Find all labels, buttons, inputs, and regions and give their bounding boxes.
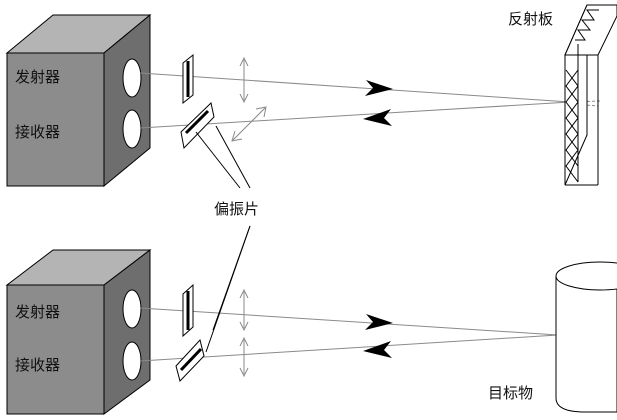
polarizer-label: 偏振片 <box>214 200 259 218</box>
upper-outgoing-arrow <box>365 80 393 96</box>
target-cylinder-top <box>555 261 617 291</box>
upper-return-arrow <box>363 109 392 126</box>
upper-vertical-polarization-arrow <box>239 56 249 104</box>
target-object: 目标物 <box>488 261 617 413</box>
upper-box-front <box>6 52 105 187</box>
lower-outgoing-arrow <box>365 314 393 330</box>
lower-receiver-label: 接收器 <box>15 356 60 374</box>
upper-receiver-lens <box>122 109 142 149</box>
upper-beams <box>139 72 601 129</box>
lower-horizontal-polarizer <box>175 338 205 382</box>
upper-sensor-box: 发射器 接收器 <box>5 13 152 188</box>
reflector-scatter-2 <box>571 103 599 107</box>
target-label: 目标物 <box>488 384 533 402</box>
upper-return-beam <box>139 101 571 129</box>
polarizer-callout-lines <box>195 125 251 353</box>
lower-outgoing-beam <box>139 307 559 336</box>
target-cylinder-body <box>555 270 617 413</box>
lower-box-front <box>6 284 105 415</box>
reflector-plate: 反射板 <box>508 4 617 186</box>
lower-vertical-polarizer <box>182 283 194 338</box>
lower-outgoing-polarization-arrow <box>239 288 249 332</box>
lower-transmitter-lens <box>122 289 142 329</box>
lower-transmitter-label: 发射器 <box>15 303 60 321</box>
lower-sensor-box: 发射器 接收器 <box>5 248 152 415</box>
reflector-label: 反射板 <box>508 10 553 28</box>
reflector-top <box>564 4 617 56</box>
lower-return-arrow <box>363 341 392 358</box>
lower-receiver-lens <box>122 341 142 381</box>
upper-diagonal-polarizer <box>180 102 215 150</box>
upper-transmitter-lens <box>122 58 142 98</box>
lower-return-beam <box>139 334 559 362</box>
upper-transmitter-label: 发射器 <box>15 68 60 86</box>
upper-diagonal-polarization-arrow <box>231 106 267 142</box>
polarization-arrows <box>231 56 267 378</box>
upper-vertical-polarizer <box>182 53 194 105</box>
upper-outgoing-beam <box>139 72 571 103</box>
lower-beams <box>139 307 559 362</box>
upper-receiver-label: 接收器 <box>15 123 60 141</box>
lower-return-polarization-arrow <box>239 336 249 378</box>
